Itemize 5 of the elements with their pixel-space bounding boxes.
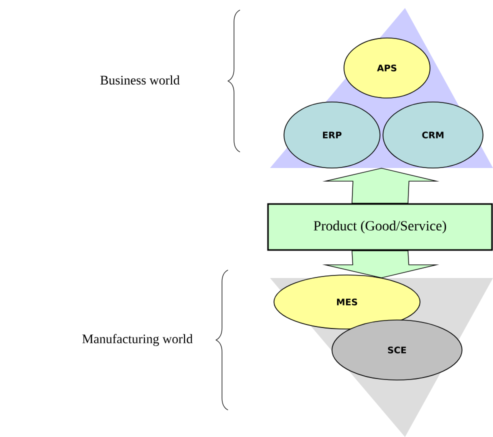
product-box: Product (Good/Service)	[267, 203, 493, 251]
block-arrow	[322, 168, 440, 204]
side-label: Manufacturing world	[82, 334, 193, 346]
block-arrow	[322, 250, 440, 278]
side-label: Business world	[100, 75, 180, 85]
